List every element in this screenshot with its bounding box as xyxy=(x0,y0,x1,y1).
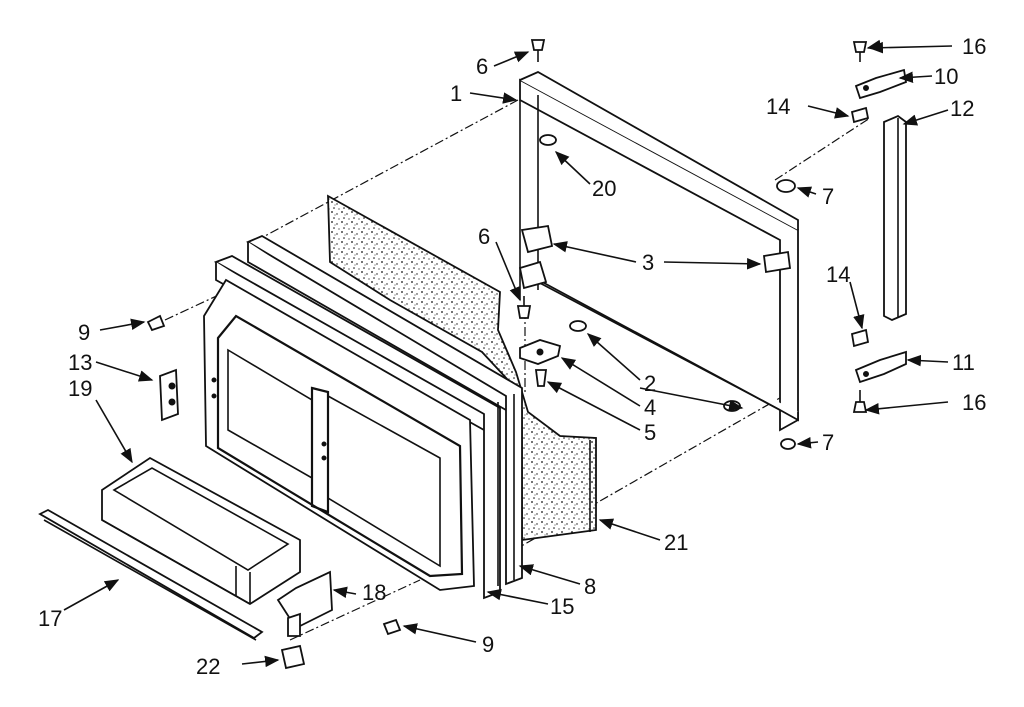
callout-6-side: 6 xyxy=(478,224,490,249)
callout-13: 13 xyxy=(68,350,92,375)
clip-parts xyxy=(276,570,333,670)
inner-door-liner-part xyxy=(203,278,475,591)
insulation-panel-part xyxy=(327,194,597,542)
callout-22: 22 xyxy=(196,654,220,679)
callout-21: 21 xyxy=(664,530,688,555)
callout-18: 18 xyxy=(362,580,386,605)
callout-20: 20 xyxy=(592,176,616,201)
callout-12: 12 xyxy=(950,96,974,121)
door-shelf-bin-part xyxy=(101,456,301,606)
callout-14-top: 14 xyxy=(766,94,790,119)
trim-strip-part xyxy=(38,508,264,641)
callout-7-bottom: 7 xyxy=(822,430,834,455)
callout-5: 5 xyxy=(644,420,656,445)
callout-14-bottom: 14 xyxy=(826,262,850,287)
callout-4: 4 xyxy=(644,395,656,420)
callout-1: 1 xyxy=(450,81,462,106)
callout-9-bottom: 9 xyxy=(482,632,494,657)
callout-labels: 1 2 3 4 5 6 6 7 7 8 9 9 10 11 12 13 14 1… xyxy=(38,34,986,679)
callout-16-top: 16 xyxy=(962,34,986,59)
callout-17: 17 xyxy=(38,606,62,631)
callout-15: 15 xyxy=(550,594,574,619)
callout-2: 2 xyxy=(644,371,656,396)
fastener-parts xyxy=(146,39,868,636)
hinge-bracket-parts xyxy=(518,224,792,290)
callout-19: 19 xyxy=(68,376,92,401)
callout-8: 8 xyxy=(584,574,596,599)
callout-10: 10 xyxy=(934,64,958,89)
leader-lines xyxy=(63,39,953,668)
hinge-parts xyxy=(850,68,908,384)
hinge-bar-part xyxy=(883,114,907,321)
callout-16-bottom: 16 xyxy=(962,390,986,415)
door-frame-part xyxy=(519,70,799,432)
callout-3: 3 xyxy=(642,250,654,275)
callout-6-top: 6 xyxy=(476,54,488,79)
callout-11: 11 xyxy=(952,350,975,375)
callout-9-left: 9 xyxy=(78,320,90,345)
callout-7-top: 7 xyxy=(822,184,834,209)
bracket-part xyxy=(159,368,179,422)
